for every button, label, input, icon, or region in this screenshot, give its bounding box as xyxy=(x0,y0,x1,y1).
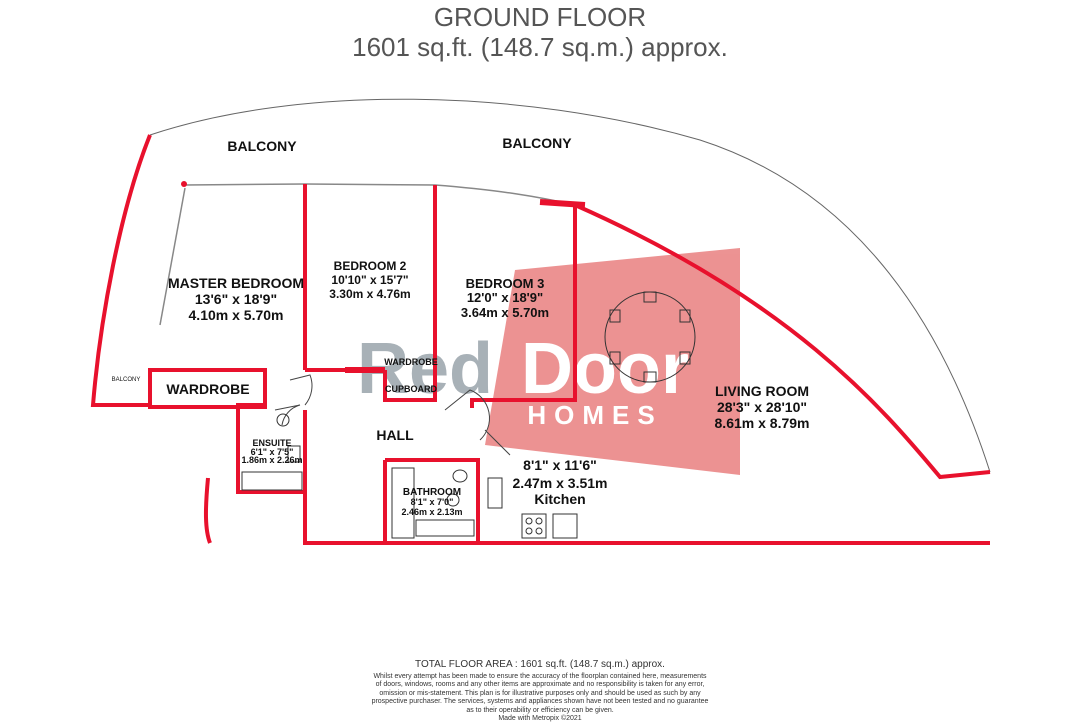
balcony-outline xyxy=(149,98,991,473)
wall-segment xyxy=(539,199,586,208)
washer-icon xyxy=(552,513,578,539)
floor-area-subtitle: 1601 sq.ft. (148.7 sq.m.) approx. xyxy=(352,32,728,62)
wardrobe-small-label: WARDROBE xyxy=(384,357,438,367)
wall-corner xyxy=(181,181,187,187)
bathroom-fittings xyxy=(391,467,475,539)
ensuite-shower-icon xyxy=(241,471,303,491)
disclaimer-line: as to their operability or efficiency ca… xyxy=(466,706,614,714)
living-room-metric: 8.61m x 8.79m xyxy=(715,415,810,431)
bedroom3-metric: 3.64m x 5.70m xyxy=(461,305,549,320)
hob-icon xyxy=(521,513,547,539)
basin-icon xyxy=(446,493,460,507)
cupboard-label: CUPBOARD xyxy=(385,384,438,394)
window-line xyxy=(184,183,306,186)
window-line xyxy=(159,187,186,326)
bedroom2-imperial: 10'10" x 15'7" xyxy=(331,273,408,287)
window-line xyxy=(304,183,576,206)
balcony-small-label: BALCONY xyxy=(112,377,141,383)
wardrobe-main-label: WARDROBE xyxy=(166,381,249,397)
dining-table-icon xyxy=(604,291,696,383)
bathroom-imperial: 8'1" x 7'0" xyxy=(411,497,454,507)
floor-title: GROUND FLOOR xyxy=(433,2,647,32)
bedroom3-name: BEDROOM 3 xyxy=(466,276,545,291)
living-room-imperial: 28'3" x 28'10" xyxy=(717,399,807,415)
bath-icon xyxy=(415,519,475,537)
bathroom-name: BATHROOM xyxy=(403,487,461,498)
kitchen-imperial: 8'1" x 11'6" xyxy=(523,457,597,473)
bedroom2-name: BEDROOM 2 xyxy=(334,259,407,273)
kitchen-fittings xyxy=(487,477,578,539)
bedroom3-imperial: 12'0" x 18'9" xyxy=(467,290,543,305)
toilet-icon xyxy=(452,469,468,483)
disclaimer-line: Whilst every attempt has been made to en… xyxy=(373,673,707,680)
ensuite-metric: 1.86m x 2.26m xyxy=(241,455,302,465)
bedroom2-metric: 3.30m x 4.76m xyxy=(329,287,410,301)
total-floor-area: TOTAL FLOOR AREA : 1601 sq.ft. (148.7 sq… xyxy=(415,659,665,670)
living-room-name: LIVING ROOM xyxy=(715,383,809,399)
walls xyxy=(90,134,991,545)
kitchen-metric: 2.47m x 3.51m xyxy=(513,475,608,491)
disclaimer-line: prospective purchaser. The services, sys… xyxy=(371,698,709,706)
ensuite-name: ENSUITE xyxy=(252,438,291,448)
disclaimer-line: omission or mis-statement. This plan is … xyxy=(379,689,701,697)
disclaimer-line: of doors, windows, rooms and any other i… xyxy=(375,681,705,689)
disclaimer: Whilst every attempt has been made to en… xyxy=(0,673,1080,723)
shower-icon xyxy=(391,467,415,539)
sink-icon xyxy=(487,477,503,509)
bathroom-metric: 2.46m x 2.13m xyxy=(401,507,462,517)
kitchen-name: Kitchen xyxy=(534,491,585,507)
ensuite-fittings xyxy=(241,413,303,491)
door-swings xyxy=(274,374,511,456)
hall-label: HALL xyxy=(376,427,414,443)
balcony-right-label: BALCONY xyxy=(502,135,572,151)
master-bedroom-metric: 4.10m x 5.70m xyxy=(189,307,284,323)
ensuite-toilet-icon xyxy=(276,413,290,427)
ensuite-basin-icon xyxy=(287,445,301,463)
master-bedroom-imperial: 13'6" x 18'9" xyxy=(195,291,277,307)
metropix-credit: Made with Metropix ©2021 xyxy=(498,715,582,723)
balcony-left-label: BALCONY xyxy=(227,138,297,154)
master-bedroom-name: MASTER BEDROOM xyxy=(168,275,304,291)
ensuite-imperial: 6'1" x 7'5" xyxy=(251,447,294,457)
logo-tagline: HOMES xyxy=(527,400,662,430)
